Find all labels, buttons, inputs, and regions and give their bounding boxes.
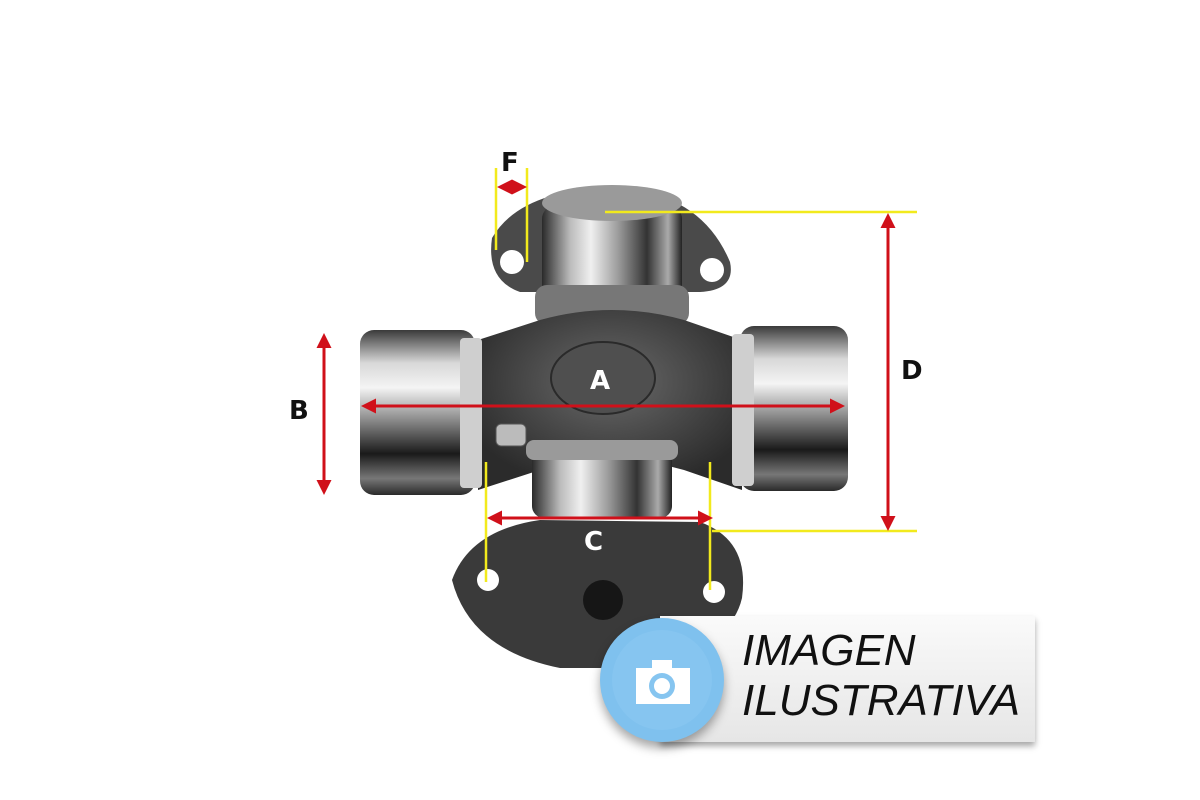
camera-icon bbox=[636, 660, 690, 704]
illustrative-image-badge: IMAGEN ILUSTRATIVA bbox=[600, 614, 1036, 748]
badge-circle bbox=[600, 618, 724, 742]
guide-lines bbox=[484, 168, 917, 590]
dimension-label-b: B bbox=[289, 396, 309, 426]
dimension-label-d: D bbox=[901, 356, 923, 386]
dimension-label-c: C bbox=[584, 527, 604, 557]
dimension-arrows bbox=[316, 179, 896, 531]
dimension-label-a: A bbox=[590, 366, 611, 396]
dimension-label-f: F bbox=[501, 148, 519, 178]
badge-text: IMAGEN ILUSTRATIVA bbox=[742, 626, 1020, 726]
badge-line-1: IMAGEN bbox=[742, 626, 916, 675]
badge-line-2: ILUSTRATIVA bbox=[742, 676, 1020, 725]
